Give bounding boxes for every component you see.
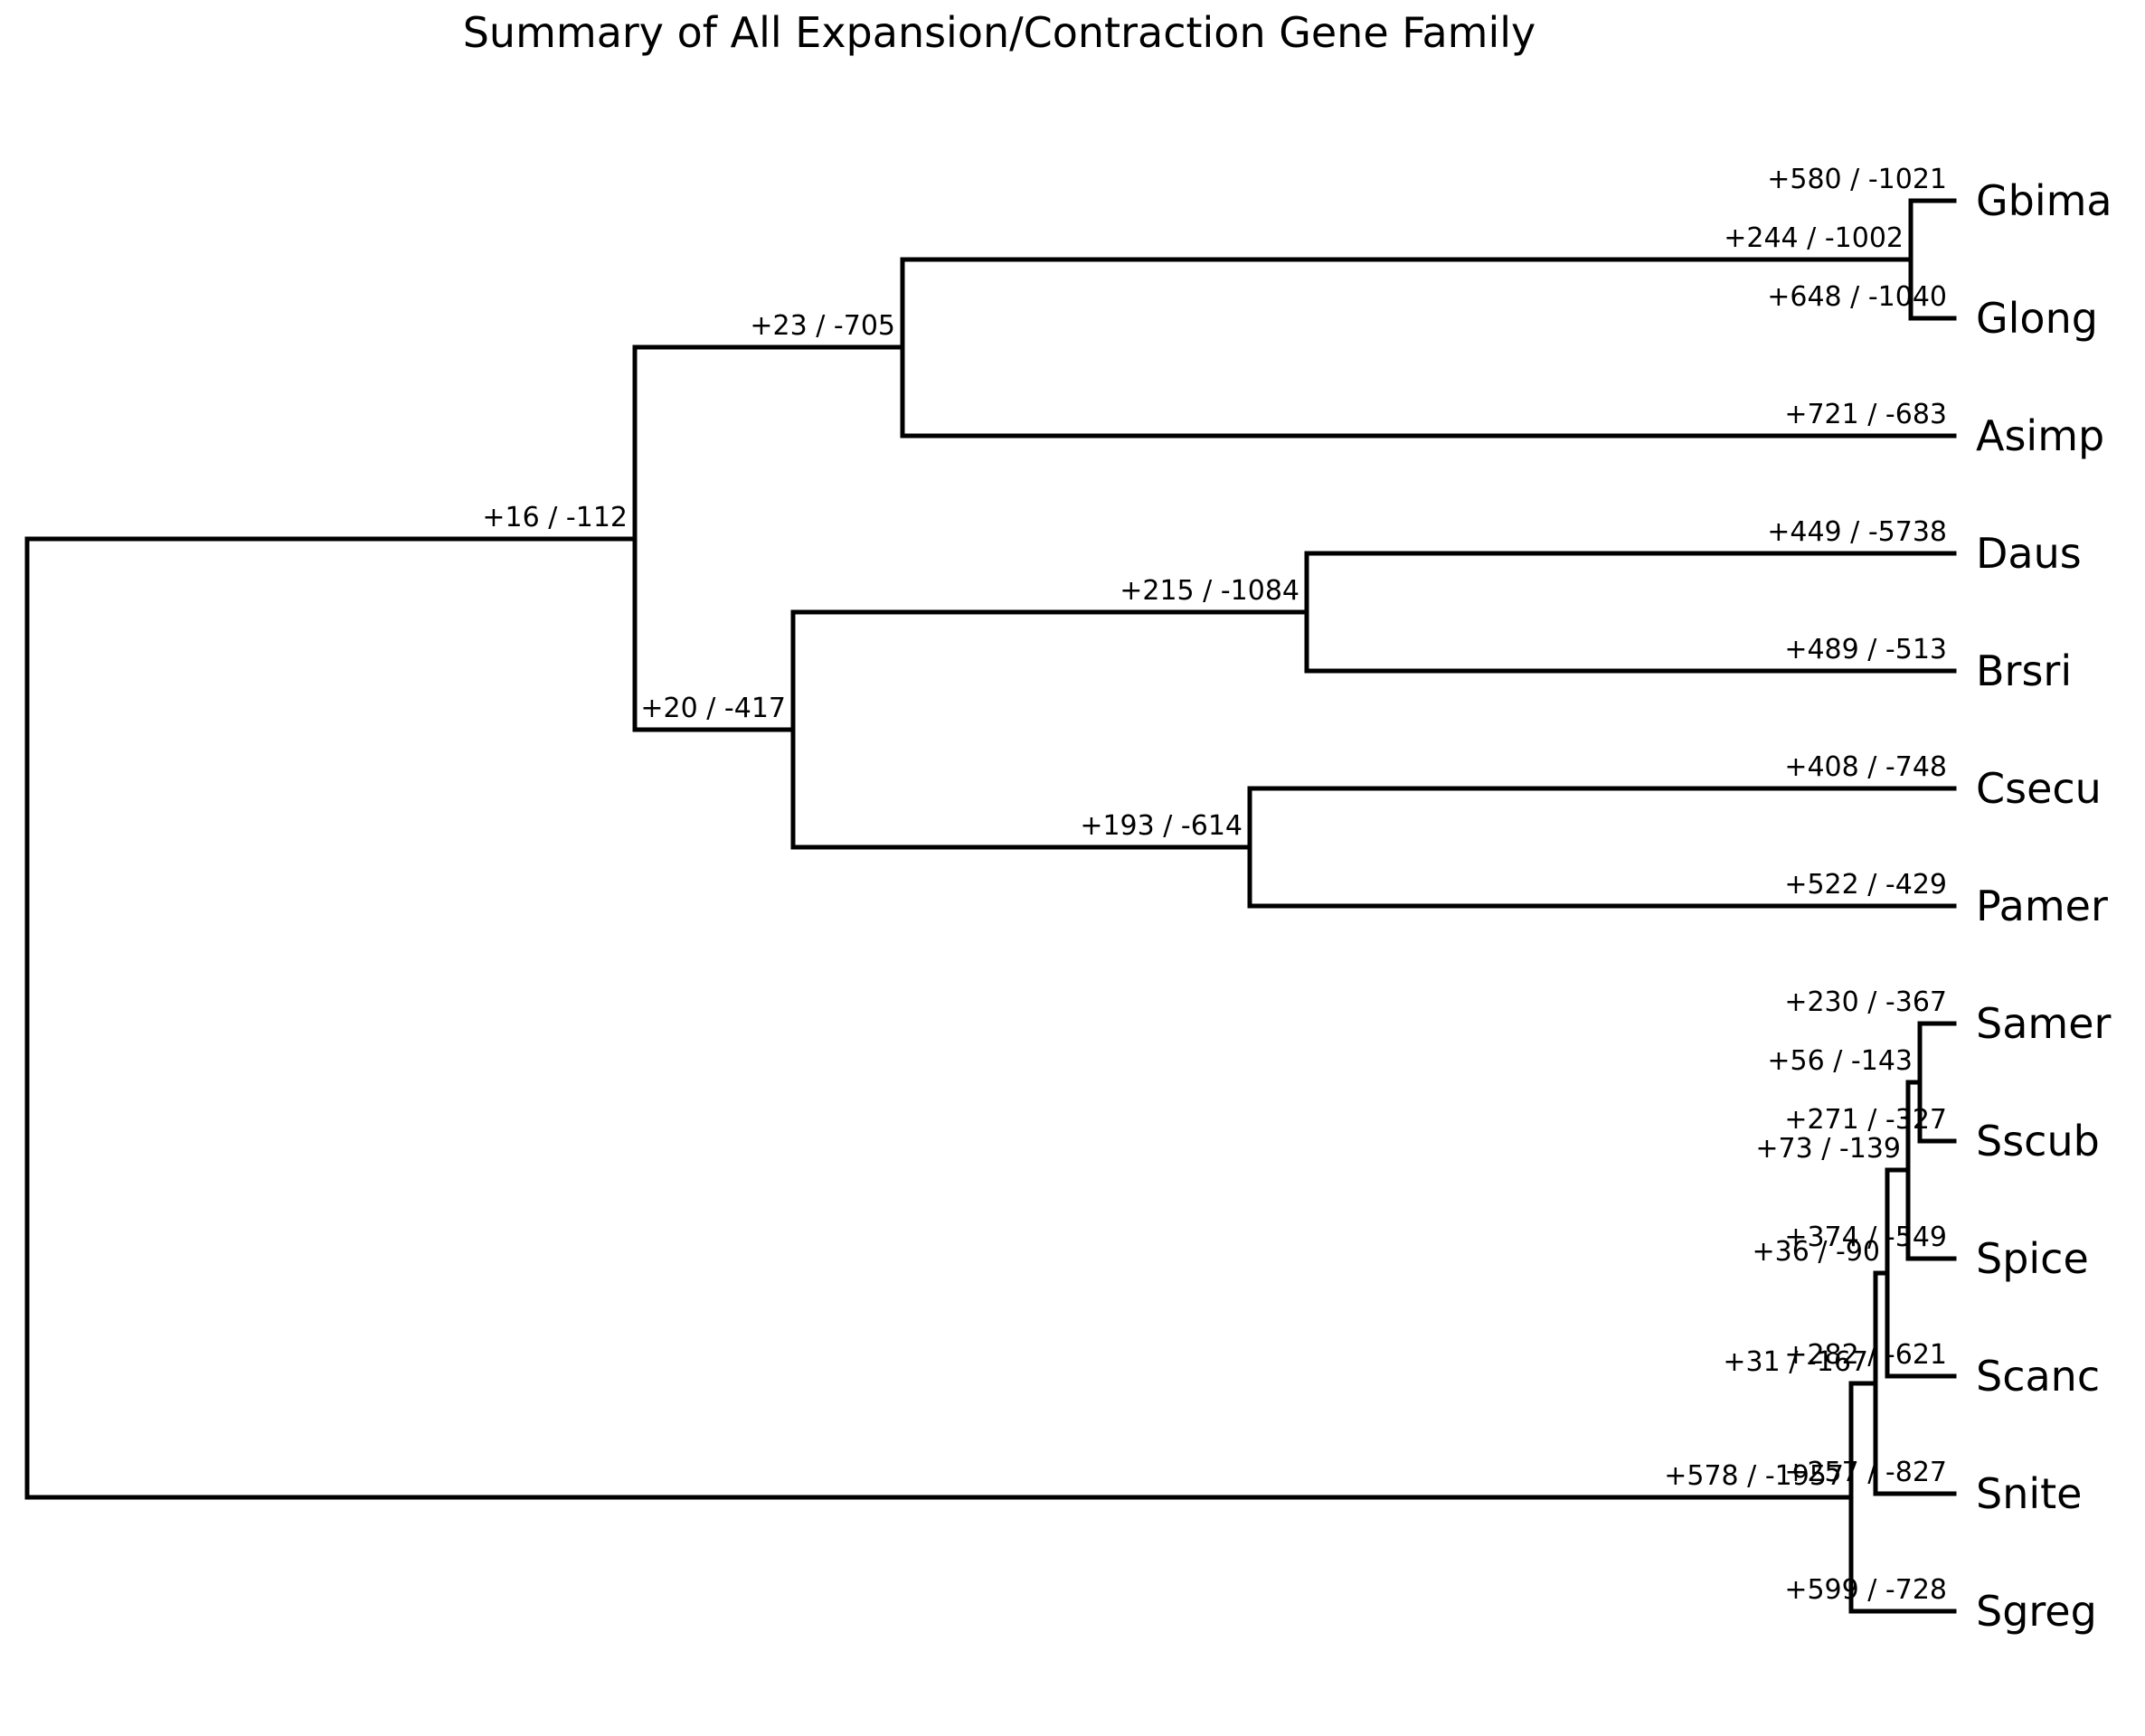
leaf-name-spice: Spice [1976, 1234, 2089, 1283]
branch-label-asimp: +721 / -683 [1784, 399, 1947, 430]
figure-title: Summary of All Expansion/Contraction Gen… [462, 8, 1536, 57]
leaf-name-gbima: Gbima [1976, 176, 2112, 225]
branch-label-sscub: +271 / -327 [1784, 1104, 1947, 1136]
leaf-name-samer: Samer [1976, 999, 2112, 1048]
branch-label-daus: +449 / -5738 [1767, 516, 1947, 548]
branch-label-s-clade: +578 / -1957 [1664, 1460, 1844, 1492]
leaf-name-asimp: Asimp [1976, 411, 2105, 460]
branch-label-gbima-asimp: +23 / -705 [750, 310, 895, 342]
leaf-name-brsri: Brsri [1976, 646, 2073, 695]
leaf-name-pamer: Pamer [1976, 882, 2108, 930]
branch-label-samer-sscub: +56 / -143 [1767, 1045, 1913, 1077]
branch-label-gbima-glong: +244 / -1002 [1724, 222, 1904, 254]
branch-label-spice: +374 / -549 [1784, 1222, 1947, 1253]
leaf-name-daus: Daus [1976, 529, 2082, 578]
branch-label-samer-snite: +31 / -167 [1723, 1346, 1868, 1378]
branch-label-sgreg: +599 / -728 [1784, 1574, 1947, 1606]
branch-label-samer-spice: +73 / -139 [1755, 1133, 1901, 1165]
leaf-name-sgreg: Sgreg [1976, 1587, 2097, 1636]
branch-label-glong: +648 / -1040 [1767, 281, 1947, 313]
branch-label-daus-brsri: +215 / -1084 [1120, 575, 1299, 607]
branch-label-brsri: +489 / -513 [1784, 634, 1947, 665]
branch-label-daus-pamer: +20 / -417 [640, 693, 786, 724]
leaf-name-scanc: Scanc [1976, 1352, 2101, 1401]
branch-label-csecu-pamer: +193 / -614 [1080, 810, 1243, 842]
branch-label-gbima: +580 / -1021 [1767, 164, 1947, 195]
leaf-name-csecu: Csecu [1976, 764, 2102, 813]
branch-label-samer: +230 / -367 [1784, 986, 1947, 1018]
leaf-name-sscub: Sscub [1976, 1117, 2100, 1165]
branch-label-upper-clade: +16 / -112 [482, 502, 628, 533]
leaf-name-snite: Snite [1976, 1469, 2083, 1518]
branch-label-csecu: +408 / -748 [1784, 751, 1947, 783]
branch-label-scanc: +282 / -621 [1784, 1339, 1947, 1371]
branch-label-samer-scanc: +36 / -90 [1752, 1236, 1881, 1268]
branch-label-pamer: +522 / -429 [1784, 869, 1947, 901]
leaf-name-glong: Glong [1976, 294, 2098, 343]
branch-label-snite: +257 / -827 [1784, 1457, 1947, 1488]
